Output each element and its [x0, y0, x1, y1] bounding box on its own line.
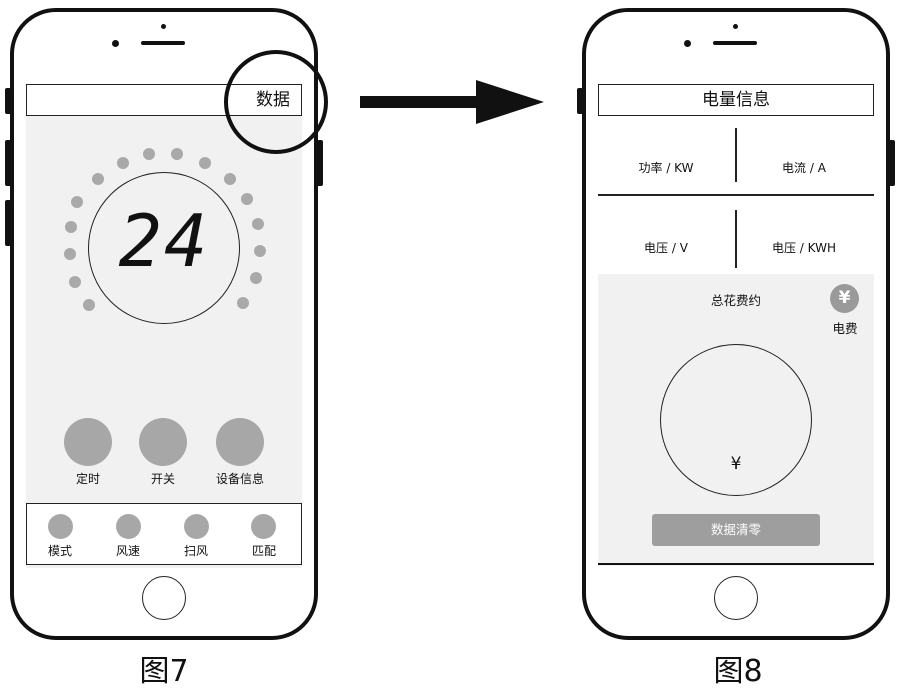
dial-dot: [69, 276, 81, 288]
reset-data-button-label: 数据清零: [710, 522, 761, 537]
dial-dot: [224, 173, 236, 185]
dial-dot: [64, 248, 76, 260]
figure-caption-left: 图7: [139, 654, 189, 689]
dial-dot: [83, 299, 95, 311]
phone-side-button: [577, 88, 583, 114]
fee-icon[interactable]: ¥: [830, 284, 859, 313]
highlight-circle: [224, 50, 328, 154]
camera-dot: [161, 24, 166, 29]
voltage-metric-label: 电压 / V: [644, 241, 688, 255]
pair-nav-label: 匹配: [251, 544, 276, 558]
earpiece-speaker: [141, 41, 185, 45]
fan-speed-nav-icon[interactable]: [116, 514, 141, 539]
dial-dot: [252, 218, 264, 230]
power-button[interactable]: [139, 418, 187, 466]
dial-dot: [237, 297, 249, 309]
device-info-label: 设备信息: [215, 472, 264, 486]
swing-nav-icon[interactable]: [184, 514, 209, 539]
dial-dot: [171, 148, 183, 160]
earpiece-speaker: [713, 41, 757, 45]
metrics-divider-vertical: [735, 210, 737, 268]
phone-side-button: [5, 88, 11, 114]
reset-data-button[interactable]: 数据清零: [652, 514, 820, 546]
dial-dot: [241, 193, 253, 205]
currency-symbol: ¥: [730, 454, 742, 474]
dial-dot: [92, 173, 104, 185]
cost-dial: [660, 344, 812, 496]
metrics-divider-vertical: [735, 128, 737, 182]
dial-dot: [117, 157, 129, 169]
dial-dot: [65, 221, 77, 233]
fan-speed-nav-label: 风速: [115, 544, 140, 558]
phone-side-button: [5, 200, 11, 246]
timer-label: 定时: [75, 472, 100, 486]
title-bar: [598, 84, 874, 116]
metrics-divider-horizontal: [598, 194, 874, 196]
power-label: 开关: [150, 472, 175, 486]
pair-nav-icon[interactable]: [251, 514, 276, 539]
phone-side-button: [317, 140, 323, 186]
power-metric-label: 功率 / KW: [638, 161, 694, 175]
swing-nav-label: 扫风: [183, 544, 208, 558]
transition-arrow: [360, 80, 544, 124]
device-info-button[interactable]: [216, 418, 264, 466]
dial-dot: [250, 272, 262, 284]
current-metric-label: 电流 / A: [782, 161, 826, 175]
figure-caption-right: 图8: [713, 654, 763, 689]
temperature-display: 24: [118, 199, 210, 283]
screen-bottom-line: [598, 563, 874, 565]
energy-metric-label: 电压 / KWH: [771, 241, 836, 255]
temperature-dial[interactable]: [88, 172, 240, 324]
screen-left: [26, 84, 302, 568]
timer-button[interactable]: [64, 418, 112, 466]
dial-dot: [71, 196, 83, 208]
mode-nav-label: 模式: [47, 544, 72, 558]
phone-side-button: [889, 140, 895, 186]
phone-side-button: [5, 140, 11, 186]
sensor-dot: [684, 40, 691, 47]
total-cost-label: 总花费约: [710, 293, 761, 308]
home-button-left[interactable]: [142, 576, 186, 620]
home-button-right[interactable]: [714, 576, 758, 620]
dial-dot: [199, 157, 211, 169]
dial-dot: [254, 245, 266, 257]
sensor-dot: [112, 40, 119, 47]
dial-dot: [143, 148, 155, 160]
mode-nav-icon[interactable]: [48, 514, 73, 539]
fee-label: 电费: [832, 321, 858, 336]
camera-dot: [733, 24, 738, 29]
page-title: 电量信息: [702, 90, 770, 110]
yen-icon: ¥: [838, 288, 851, 308]
